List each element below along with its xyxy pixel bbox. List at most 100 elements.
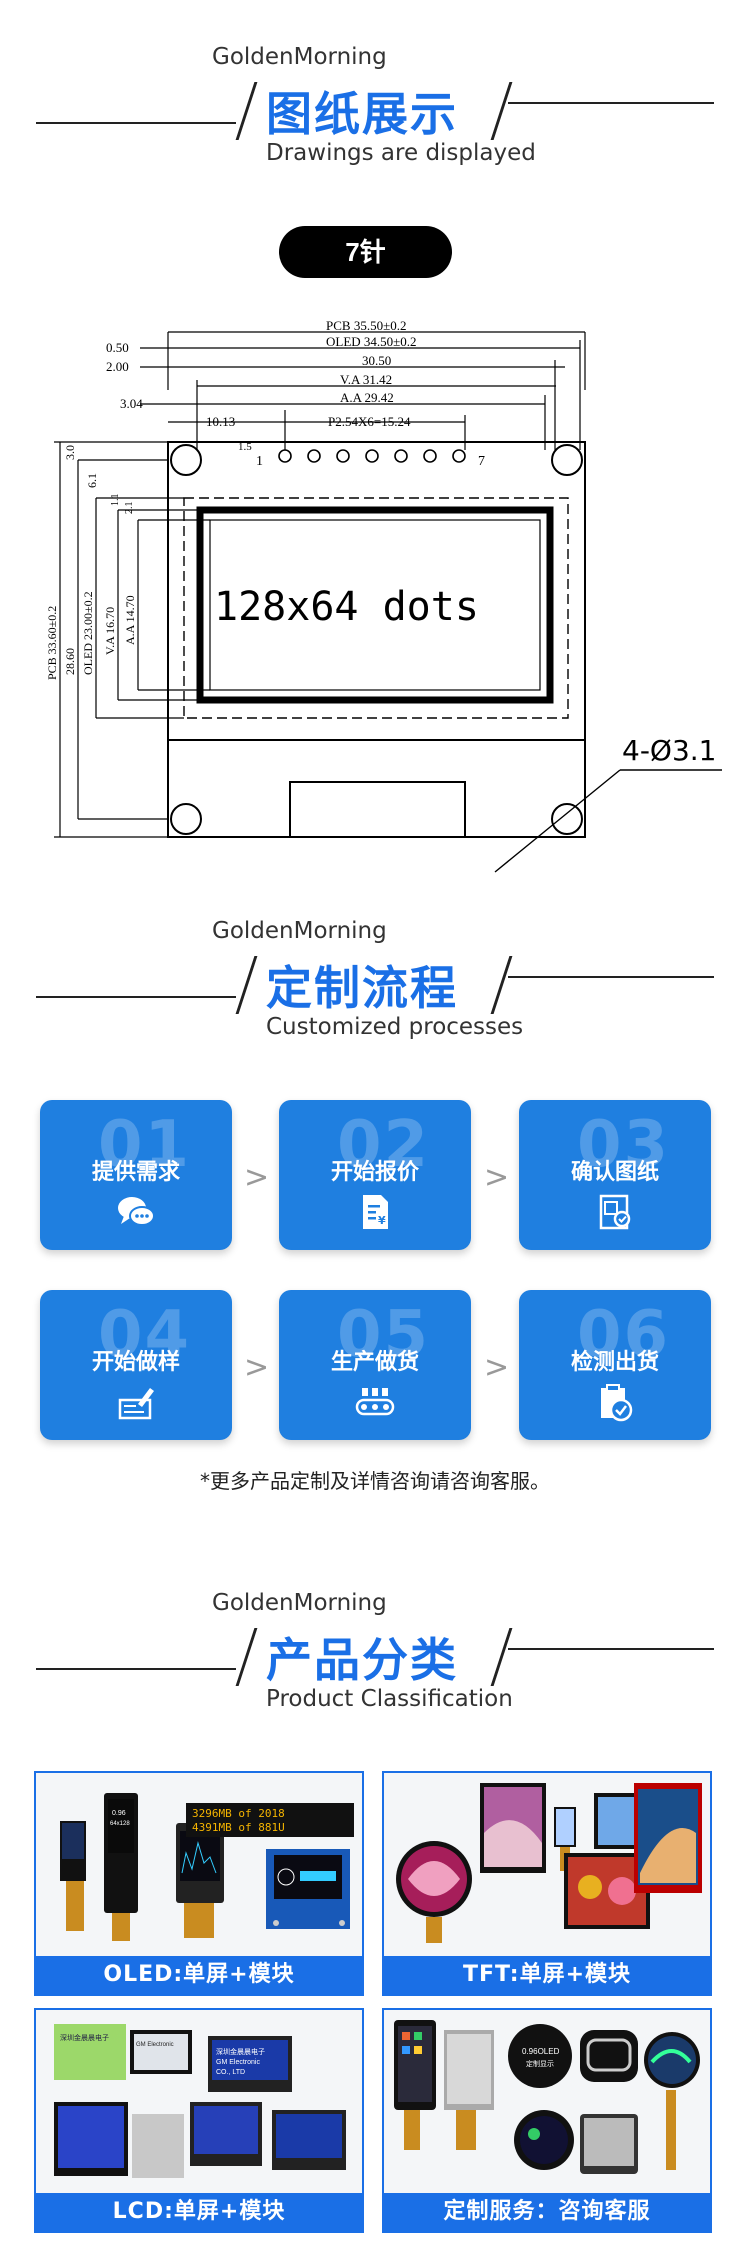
- pin-row: [278, 449, 466, 463]
- product-label: OLED:单屏+模块: [36, 1956, 362, 1994]
- product-label: 定制服务：咨询客服: [384, 2193, 710, 2231]
- pin-1-label: 1: [256, 454, 263, 469]
- step-number: 03: [577, 1108, 671, 1182]
- product-label: TFT:单屏+模块: [384, 1956, 710, 1994]
- process-step-5: 05 生产做货: [279, 1290, 471, 1440]
- dim-1013: 10.13: [206, 414, 235, 429]
- lcd-blue-en: GM Electronic: [216, 2059, 260, 2066]
- step-label: 生产做货: [330, 1350, 419, 1375]
- step-label: 开始做样: [91, 1350, 180, 1375]
- dim-11: 1.1: [110, 494, 121, 507]
- brand-label: GoldenMorning: [212, 918, 387, 944]
- step-label: 开始报价: [330, 1160, 419, 1185]
- dim-oled-w: OLED 34.50±0.2: [326, 334, 417, 349]
- product-tft[interactable]: TFT:单屏+模块: [382, 1771, 712, 1996]
- drawing-svg: PCB 35.50±0.2 OLED 34.50±0.2 0.50 2.00 3…: [45, 318, 722, 873]
- horizontal-dim-text: PCB 35.50±0.2 OLED 34.50±0.2 0.50 2.00 3…: [106, 318, 417, 453]
- dim-aa-w: A.A 29.42: [340, 390, 394, 405]
- hole-spec: 4-Ø3.1: [622, 734, 717, 767]
- divider-left: [36, 1668, 236, 1670]
- step-number: 05: [337, 1298, 431, 1372]
- board-outline: [167, 441, 586, 838]
- oled-line-b: 4391MB of 881U: [192, 1821, 285, 1834]
- horizontal-dims: [140, 331, 586, 450]
- vertical-dim-text: PCB 33.60±0.2 28.60 OLED 23.00±0.2 V.A 1…: [45, 445, 137, 680]
- step-label: 确认图纸: [570, 1160, 659, 1185]
- divider-left: [36, 122, 236, 124]
- step-label: 检测出货: [570, 1350, 659, 1375]
- brand-label: GoldenMorning: [212, 1590, 387, 1616]
- slash-left: [235, 82, 258, 140]
- mounting-holes: [170, 444, 583, 835]
- inspect-icon: [601, 1384, 633, 1422]
- section-subtitle: Product Classification: [266, 1686, 513, 1712]
- step-number: 01: [98, 1108, 192, 1182]
- lcd-blue-co: CO., LTD: [216, 2069, 245, 2076]
- product-oled[interactable]: 0.96 64x128 3296MB of 2018 4391MB of 881…: [34, 1771, 364, 1996]
- lcd-gray-en: GM Electronic: [136, 2042, 174, 2048]
- drawings-header: GoldenMorning 图纸展示 Drawings are displaye…: [0, 44, 750, 194]
- section-title: 产品分类: [266, 1633, 458, 1687]
- section-title: 定制流程: [266, 961, 458, 1015]
- drafting-icon: [118, 1388, 154, 1420]
- product-label: LCD:单屏+模块: [36, 2193, 362, 2231]
- dim-61: 6.1: [85, 473, 99, 488]
- section-subtitle: Drawings are displayed: [266, 140, 536, 166]
- product-lcd[interactable]: 深圳金晨晨电子 GM Electronic 深圳金晨晨电子 GM Electro…: [34, 2008, 364, 2233]
- divider-right: [508, 976, 714, 978]
- oled-size: 0.96: [112, 1810, 126, 1817]
- slash-right: [490, 82, 513, 140]
- divider-left: [36, 996, 236, 998]
- chat-icon: [118, 1197, 155, 1226]
- section-title: 图纸展示: [266, 87, 458, 141]
- svg-text:¥: ¥: [378, 1214, 386, 1227]
- blueprint-icon: [599, 1194, 631, 1230]
- section-subtitle: Customized processes: [266, 1014, 524, 1040]
- step-number: 04: [98, 1298, 192, 1372]
- dim-21: 2.1: [124, 502, 135, 515]
- quote-doc-icon: ¥: [363, 1195, 388, 1229]
- brand-label: GoldenMorning: [212, 44, 387, 70]
- step-label: 提供需求: [91, 1160, 180, 1185]
- dim-aa-h: A.A 14.70: [123, 595, 137, 645]
- lcd-photo: 深圳金晨晨电子 GM Electronic 深圳金晨晨电子 GM Electro…: [36, 2010, 362, 2193]
- technical-drawing: PCB 35.50±0.2 OLED 34.50±0.2 0.50 2.00 3…: [0, 300, 750, 880]
- lcd-blue-cn: 深圳金晨晨电子: [216, 2047, 265, 2056]
- oled-photo: 0.96 64x128 3296MB of 2018 4391MB of 881…: [36, 1773, 362, 1956]
- dim-2860: 28.60: [63, 648, 77, 675]
- product-custom[interactable]: 0.96OLED 定制显示 定制服务：咨询客服: [382, 2008, 712, 2233]
- pin-count-badge: 7针: [279, 226, 452, 278]
- dim-3050: 30.50: [362, 353, 391, 368]
- custom-oled-cn: 定制显示: [526, 2059, 554, 2068]
- dim-oled-h: OLED 23.00±0.2: [81, 591, 95, 675]
- process-header: GoldenMorning 定制流程 Customized processes: [0, 918, 750, 1068]
- dim-304: 3.04: [120, 396, 143, 411]
- lcd-green-cn: 深圳金晨晨电子: [60, 2033, 109, 2042]
- oled-line-a: 3296MB of 2018: [192, 1807, 285, 1820]
- dots-label: 128x64 dots: [214, 584, 479, 630]
- step-number: 02: [337, 1108, 431, 1182]
- process-step-3: 03 确认图纸: [519, 1100, 711, 1250]
- viewing-area: [196, 506, 554, 704]
- custom-oled-label: 0.96OLED: [522, 2047, 560, 2056]
- products-header: GoldenMorning 产品分类 Product Classificatio…: [0, 1590, 750, 1740]
- dim-pitch: P2.54X6=15.24: [328, 414, 411, 429]
- conveyor-icon: [355, 1388, 395, 1416]
- custom-photo: 0.96OLED 定制显示: [384, 2010, 710, 2193]
- dim-050: 0.50: [106, 340, 129, 355]
- dim-pcb-w: PCB 35.50±0.2: [326, 318, 406, 333]
- divider-right: [508, 1648, 714, 1650]
- dim-va-h: V.A 16.70: [103, 607, 117, 655]
- process-step-4: 04 开始做样: [40, 1290, 232, 1440]
- pin-7-label: 7: [478, 454, 485, 469]
- divider-right: [508, 102, 714, 104]
- hole-callout: [494, 769, 722, 873]
- custom-note: *更多产品定制及详情咨询请咨询客服。: [200, 1469, 550, 1493]
- arrow-4: >: [484, 1350, 510, 1385]
- process-step-2: 02 开始报价 ¥: [279, 1100, 471, 1250]
- slash-left: [235, 1628, 258, 1686]
- oled-res: 64x128: [110, 1821, 130, 1827]
- arrow-1: >: [244, 1160, 270, 1195]
- dim-va-w: V.A 31.42: [340, 372, 392, 387]
- dim-30: 3.0: [63, 445, 77, 460]
